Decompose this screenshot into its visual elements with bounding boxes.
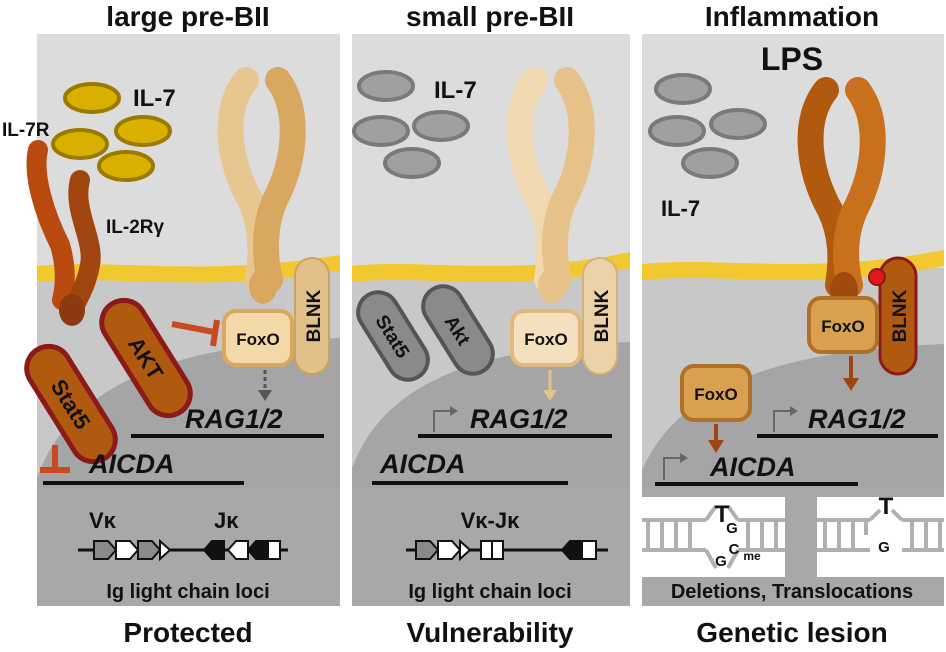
inhibition-line (171, 321, 215, 335)
akt-protein: Akt (421, 284, 495, 376)
foxo-label-a: FoxO (821, 317, 864, 336)
rag-gene-label: RAG1/2 (808, 404, 906, 434)
il7-label: IL-7 (133, 85, 176, 112)
panel-title: large pre-BII (106, 1, 269, 32)
foxo-arrowhead (258, 390, 272, 401)
panel-inflammation: Inflammation LPS IL-7 BLNK FoxO (642, 1, 944, 648)
promoter-arrow-rag (773, 410, 792, 432)
blnk-adaptor (294, 257, 330, 375)
base-g: G (726, 520, 738, 537)
dna-band (37, 488, 340, 606)
panel-large-pre-bii: large pre-BII IL-7 IL-7R IL-2Rγ (2, 1, 340, 648)
base-c: C (729, 541, 740, 558)
foxo-label-b: FoxO (694, 385, 737, 404)
foxo-arrowhead-a (843, 378, 859, 391)
ig-locus-b (406, 538, 608, 562)
vk-label: Vκ (89, 508, 117, 533)
lesion-label: Deletions, Translocations (671, 581, 913, 603)
base-g-right: G (878, 539, 890, 556)
promoter-arrow (433, 410, 452, 432)
promoter-arrow-aicda (663, 457, 682, 480)
rag-gene-label: RAG1/2 (185, 404, 283, 434)
mutated-t-right: T (879, 493, 894, 520)
vkjk-label: Vκ-Jκ (461, 508, 521, 533)
foxo-protein-nuclear (680, 364, 752, 422)
aicda-gene-label: AICDA (709, 452, 796, 482)
promoter-arrowhead-aicda (680, 453, 688, 463)
il2r-label: IL-2Rγ (106, 217, 165, 238)
foxo-protein-membrane (807, 296, 879, 354)
panel-footer: Protected (123, 617, 252, 648)
base-g-lower: G (715, 553, 727, 570)
dna-break-right (817, 497, 944, 577)
il7-label: IL-7 (661, 196, 700, 221)
panel-footer: Vulnerability (406, 617, 573, 648)
promoter-arrowhead-rag (790, 406, 798, 416)
pre-bcr-receptor (217, 67, 306, 304)
il7-cytokines (648, 73, 767, 179)
locus-label: Ig light chain loci (106, 581, 269, 603)
rag-gene-label: RAG1/2 (470, 404, 568, 434)
mutated-t: T (715, 501, 730, 528)
il7-cytokines (51, 82, 172, 182)
il7-cytokines (352, 70, 470, 179)
blnk-label: BLNK (890, 289, 911, 342)
jk-label: Jκ (214, 508, 239, 533)
locus-label: Ig light chain loci (408, 581, 571, 603)
aicda-gene-label: AICDA (379, 449, 466, 479)
foxo-arrowhead-b (708, 440, 724, 453)
foxo-arrowhead (543, 390, 557, 401)
phospho-site (868, 268, 886, 286)
blnk-adaptor (878, 256, 918, 376)
panel-title: Inflammation (705, 1, 879, 32)
blnk-adaptor (582, 257, 618, 375)
aicda-gene-label: AICDA (88, 449, 175, 479)
foxo-protein (510, 309, 582, 367)
blnk-label: BLNK (304, 289, 325, 342)
il7-label: IL-7 (434, 77, 477, 104)
il7r-label: IL-7R (2, 120, 50, 141)
foxo-label: FoxO (524, 330, 567, 349)
panel-footer: Genetic lesion (696, 617, 887, 648)
foxo-protein (222, 309, 294, 367)
panel-small-pre-bii: small pre-BII IL-7 BLNK FoxO Stat5 (352, 1, 630, 648)
blnk-label: BLNK (592, 289, 613, 342)
akt-protein: AKT (99, 297, 193, 419)
lps-label: LPS (761, 41, 823, 77)
foxo-label: FoxO (236, 330, 279, 349)
methyl-mark: me (743, 549, 761, 563)
cell-membrane (642, 250, 944, 280)
dna-mismatch-left (642, 497, 785, 577)
inhibition-bar (210, 319, 220, 347)
pre-bcr-receptor (506, 67, 595, 304)
panel-title: small pre-BII (406, 1, 574, 32)
promoter-arrowhead (450, 406, 458, 416)
il7-receptor (26, 140, 101, 326)
ig-locus-a (78, 538, 288, 562)
